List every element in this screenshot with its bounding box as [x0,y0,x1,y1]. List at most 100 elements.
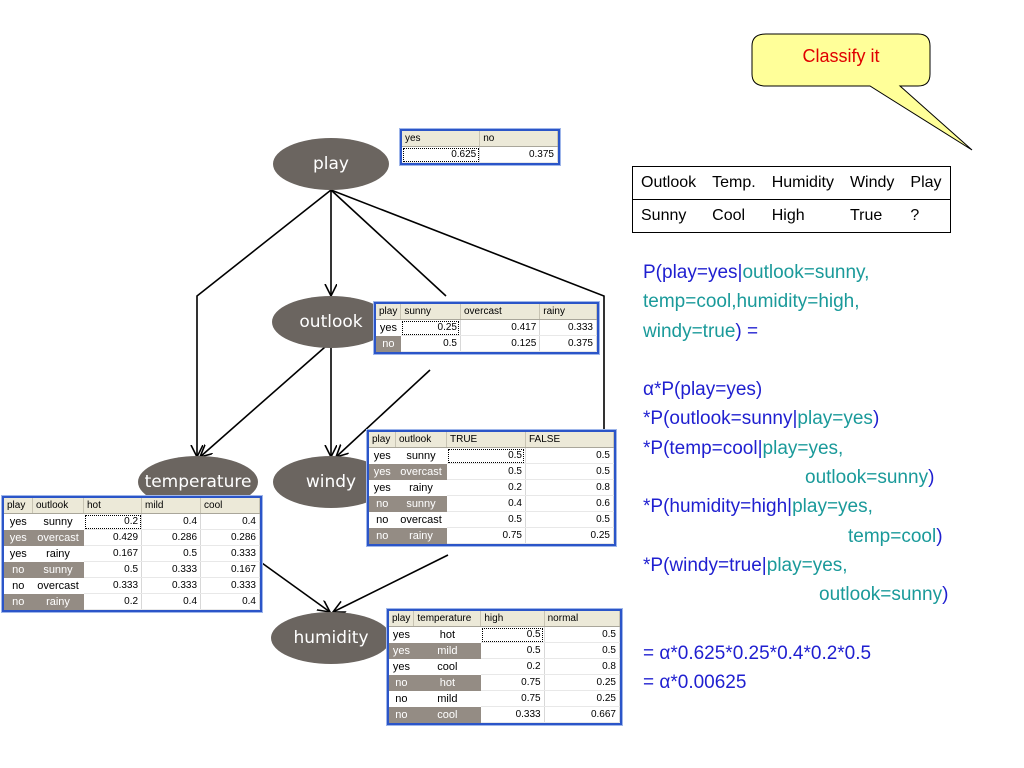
formula-result: = α*0.00625 [643,672,747,694]
cpt-cell[interactable]: 0.667 [544,706,621,723]
formula-text: play=yes, [766,554,848,576]
cpt-cond: yes [392,660,410,673]
formula-line: *P(humidity=high|play=yes, [643,492,948,521]
cpt-cond: sunny [32,561,84,578]
edge-outlook-temperature [200,346,326,457]
formula-line: = α*0.625*0.25*0.4*0.2*0.5 [643,639,948,668]
formula-line: windy=true) = [643,317,948,346]
cpt-cond: rainy [32,593,84,610]
cpt-cell[interactable]: 0.8 [544,658,621,675]
cpt-header: outlook [395,432,447,448]
cpt-header: cool [200,498,260,514]
cpt-cell[interactable]: 0.25 [400,319,461,336]
cpt-cond: no [4,593,33,610]
cpt-cond: no [389,674,414,691]
cpt-cell[interactable]: 0.286 [200,529,260,546]
formula-line: P(play=yes|outlook=sunny, [643,258,948,287]
cpt-cell[interactable]: 0.375 [539,335,597,352]
cpt-cell[interactable]: 0.6 [525,495,615,512]
formula-line: *P(windy=true|play=yes, [643,551,948,580]
cpt-play: yes no 0.625 0.375 [400,129,560,165]
cpt-cell[interactable]: 0.125 [460,335,541,352]
cpt-cell[interactable]: 0.333 [83,577,143,594]
cpt-cell[interactable]: 0.5 [480,642,545,659]
formula-line: = α*0.00625 [643,668,948,697]
cpt-header: play [4,498,33,514]
cpt-cell[interactable]: 0.5 [544,642,621,659]
cpt-cell[interactable]: 0.286 [141,529,202,546]
cpt-cell[interactable]: 0.417 [460,319,541,336]
cpt-header: play [389,611,415,627]
node-humidity[interactable]: humidity [271,612,391,664]
cpt-cell[interactable]: 0.5 [141,545,202,562]
cpt-cell[interactable]: 0.25 [525,527,615,544]
cpt-cell[interactable]: 0.5 [544,626,621,643]
cpt-cell[interactable]: 0.8 [525,479,615,496]
cpt-cell[interactable]: 0.5 [446,463,526,480]
cpt-cell[interactable]: 0.333 [200,545,260,562]
cpt-cell[interactable]: 0.375 [479,146,558,163]
cpt-cell[interactable]: 0.2 [83,513,143,530]
edge-play-windy [330,189,447,297]
cpt-cell[interactable]: 0.333 [141,561,202,578]
instance-value: Sunny [632,199,705,233]
cpt-cell[interactable]: 0.5 [446,447,526,464]
instance-value-row: Sunny Cool High True ? [632,199,951,233]
cpt-cell[interactable]: 0.333 [539,319,597,336]
cpt-cell[interactable]: 0.75 [480,690,545,707]
formula-text: *P(windy=true| [643,554,767,576]
cpt-cond: mild [413,642,481,659]
cpt-cell[interactable]: 0.333 [200,577,260,594]
cpt-cell[interactable]: 0.333 [480,706,545,723]
formula-text: *P(temp=cool| [643,437,763,459]
cpt-cond: no [369,495,396,512]
cpt-cond: no [369,527,396,544]
cpt-cell[interactable]: 0.75 [446,527,526,544]
cpt-cell[interactable]: 0.2 [446,479,526,496]
cpt-cond: yes [9,547,27,560]
cpt-cell[interactable]: 0.5 [525,447,615,464]
cpt-cell[interactable]: 0.5 [83,561,143,578]
cpt-cell[interactable]: 0.2 [480,658,545,675]
cpt-cell[interactable]: 0.5 [525,511,615,528]
formula-text: P(play=yes| [643,262,743,283]
cpt-cell[interactable]: 0.167 [83,545,143,562]
cpt-cell[interactable]: 0.429 [83,529,143,546]
cpt-header: yes [402,131,481,147]
node-play[interactable]: play [273,138,389,190]
formula-line: temp=cool,humidity=high, [643,287,948,316]
cpt-cell[interactable]: 0.4 [141,513,202,530]
formula-text: play=yes, [762,437,844,459]
formula-text: outlook=sunny [819,584,943,606]
cpt-cell[interactable]: 0.25 [544,674,621,691]
node-outlook[interactable]: outlook [272,296,390,348]
formula-text: outlook=sunny, [742,262,870,283]
cpt-cell[interactable]: 0.5 [446,511,526,528]
cpt-cell[interactable]: 0.5 [480,626,545,643]
cpt-cell[interactable]: 0.25 [544,690,621,707]
cpt-cell[interactable]: 0.5 [400,335,461,352]
cpt-cell[interactable]: 0.5 [525,463,615,480]
cpt-cond: rainy [409,481,433,494]
cpt-cell[interactable]: 0.333 [141,577,202,594]
cpt-cell[interactable]: 0.625 [402,146,481,163]
edge-temperature-humidity [254,557,330,612]
cpt-cell[interactable]: 0.75 [480,674,545,691]
cpt-header: no [479,131,558,147]
cpt-header: high [480,611,545,627]
formula-text: play=yes, [792,496,873,518]
cpt-cell[interactable]: 0.4 [141,593,202,610]
cpt-header: normal [544,611,621,627]
cpt-cell[interactable]: 0.4 [200,593,260,610]
edge-play-windy-in [336,369,431,457]
cpt-cell[interactable]: 0.2 [83,593,143,610]
cpt-cond: rainy [395,527,447,544]
edge-windy-humidity-in [333,554,449,612]
cpt-cond: no [395,692,408,705]
formula-line: temp=cool) [643,522,948,551]
cpt-cell[interactable]: 0.4 [446,495,526,512]
instance-value: ? [902,199,951,233]
cpt-cell[interactable]: 0.167 [200,561,260,578]
cpt-cell[interactable]: 0.4 [200,513,260,530]
